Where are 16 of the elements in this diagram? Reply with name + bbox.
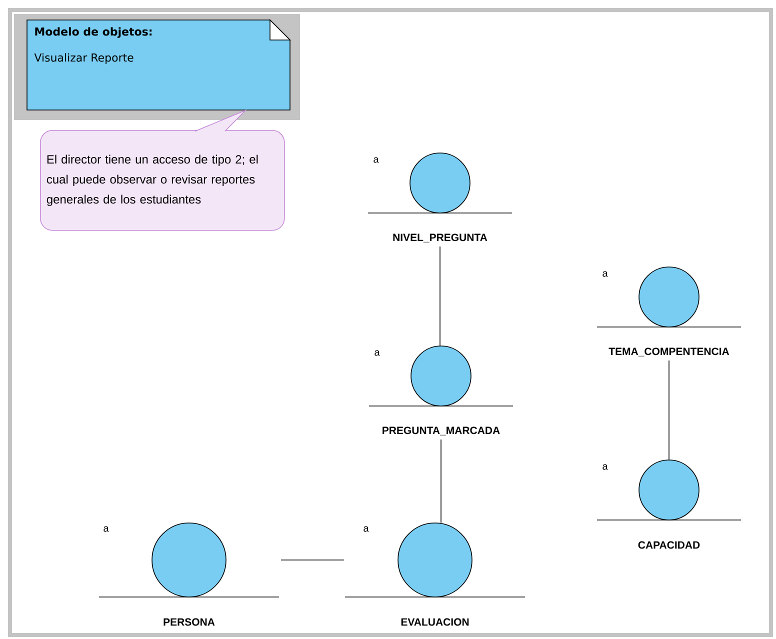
attribute-label: a [374, 350, 380, 356]
note-box: Modelo de objetos: Visualizar Reporte [14, 14, 300, 120]
attribute-label: a [374, 157, 379, 163]
entity-name: NIVEL_PREGUNTA [393, 234, 488, 242]
connector-line [668, 360, 670, 460]
attribute-label: a [602, 271, 608, 277]
speech-bubble-tail [194, 109, 248, 132]
entity-name: TEMA_COMPENTENCIA [608, 348, 730, 356]
entity-name: PERSONA [164, 618, 215, 626]
entity-name: EVALUACION [401, 618, 469, 626]
entity-name: PREGUNTA_MARCADA [382, 426, 500, 436]
entity-name: CAPACIDAD [638, 541, 700, 549]
connector-line [440, 439, 442, 524]
attribute-label: a [602, 464, 608, 470]
attribute-label: a [104, 526, 109, 532]
attribute-label: a [364, 526, 369, 532]
